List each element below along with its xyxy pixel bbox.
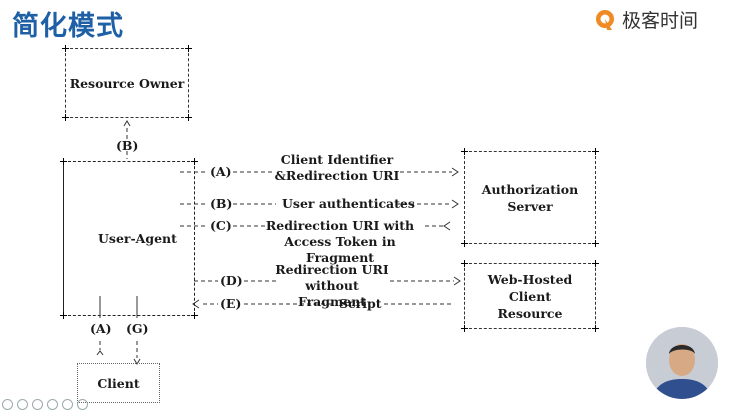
web-hosted-resource-box: Web-Hosted Client Resource — [461, 260, 599, 332]
control-icon[interactable] — [47, 398, 58, 410]
user-agent-box: User-Agent — [60, 158, 198, 319]
corner-mark — [60, 158, 67, 165]
authorization-server-label: Authorization Server — [481, 181, 579, 214]
authorization-server-box: Authorization Server — [461, 148, 599, 247]
corner-mark — [185, 114, 192, 121]
flow-e-text: Script — [339, 296, 382, 311]
flow-c-text: Redirection URI with Access Token in Fra… — [265, 218, 415, 265]
control-icon[interactable] — [77, 398, 88, 410]
geektime-logo-icon — [596, 9, 614, 30]
flow-a-vertical-tag: (A) — [90, 321, 112, 336]
presenter-avatar-icon — [646, 327, 718, 399]
control-icon[interactable] — [32, 398, 43, 410]
corner-mark — [461, 325, 468, 332]
corner-mark — [592, 325, 599, 332]
corner-mark — [191, 158, 198, 165]
corner-mark — [60, 312, 67, 319]
corner-mark — [191, 312, 198, 319]
corner-mark — [592, 148, 599, 155]
slide-title: 简化模式 — [12, 11, 124, 42]
brand-logo: 极客时间 — [593, 6, 698, 33]
corner-mark — [62, 45, 69, 52]
control-icon[interactable] — [2, 398, 13, 410]
flow-g-vertical-tag: (G) — [126, 321, 149, 336]
corner-mark — [461, 260, 468, 267]
corner-mark — [592, 240, 599, 247]
flow-a-tag: (A) — [210, 164, 232, 179]
presenter-video[interactable] — [646, 327, 718, 399]
client-box: Client — [77, 363, 160, 403]
user-agent-label: User-Agent — [98, 231, 177, 246]
control-icon[interactable] — [62, 398, 73, 410]
flow-e-tag: (E) — [220, 296, 242, 311]
resource-owner-box: Resource Owner — [62, 45, 192, 121]
flow-b-tag: (B) — [210, 196, 233, 211]
corner-mark — [592, 260, 599, 267]
flow-a-text: Client Identifier &Redirection URI — [274, 152, 400, 183]
corner-mark — [461, 148, 468, 155]
flow-b-text: User authenticates — [282, 196, 415, 211]
client-label: Client — [97, 375, 140, 391]
brand-name: 极客时间 — [622, 10, 699, 32]
flow-b-vertical-tag: (B) — [116, 138, 139, 153]
player-controls — [0, 397, 112, 411]
resource-owner-label: Resource Owner — [69, 75, 185, 91]
flow-d-tag: (D) — [220, 273, 243, 288]
flow-c-tag: (C) — [210, 218, 232, 233]
web-hosted-resource-label: Web-Hosted Client Resource — [487, 271, 573, 321]
corner-mark — [185, 45, 192, 52]
control-icon[interactable] — [17, 398, 28, 410]
corner-mark — [461, 240, 468, 247]
corner-mark — [62, 114, 69, 121]
flow-d-text: Redirection URI without Fragment — [275, 262, 389, 309]
